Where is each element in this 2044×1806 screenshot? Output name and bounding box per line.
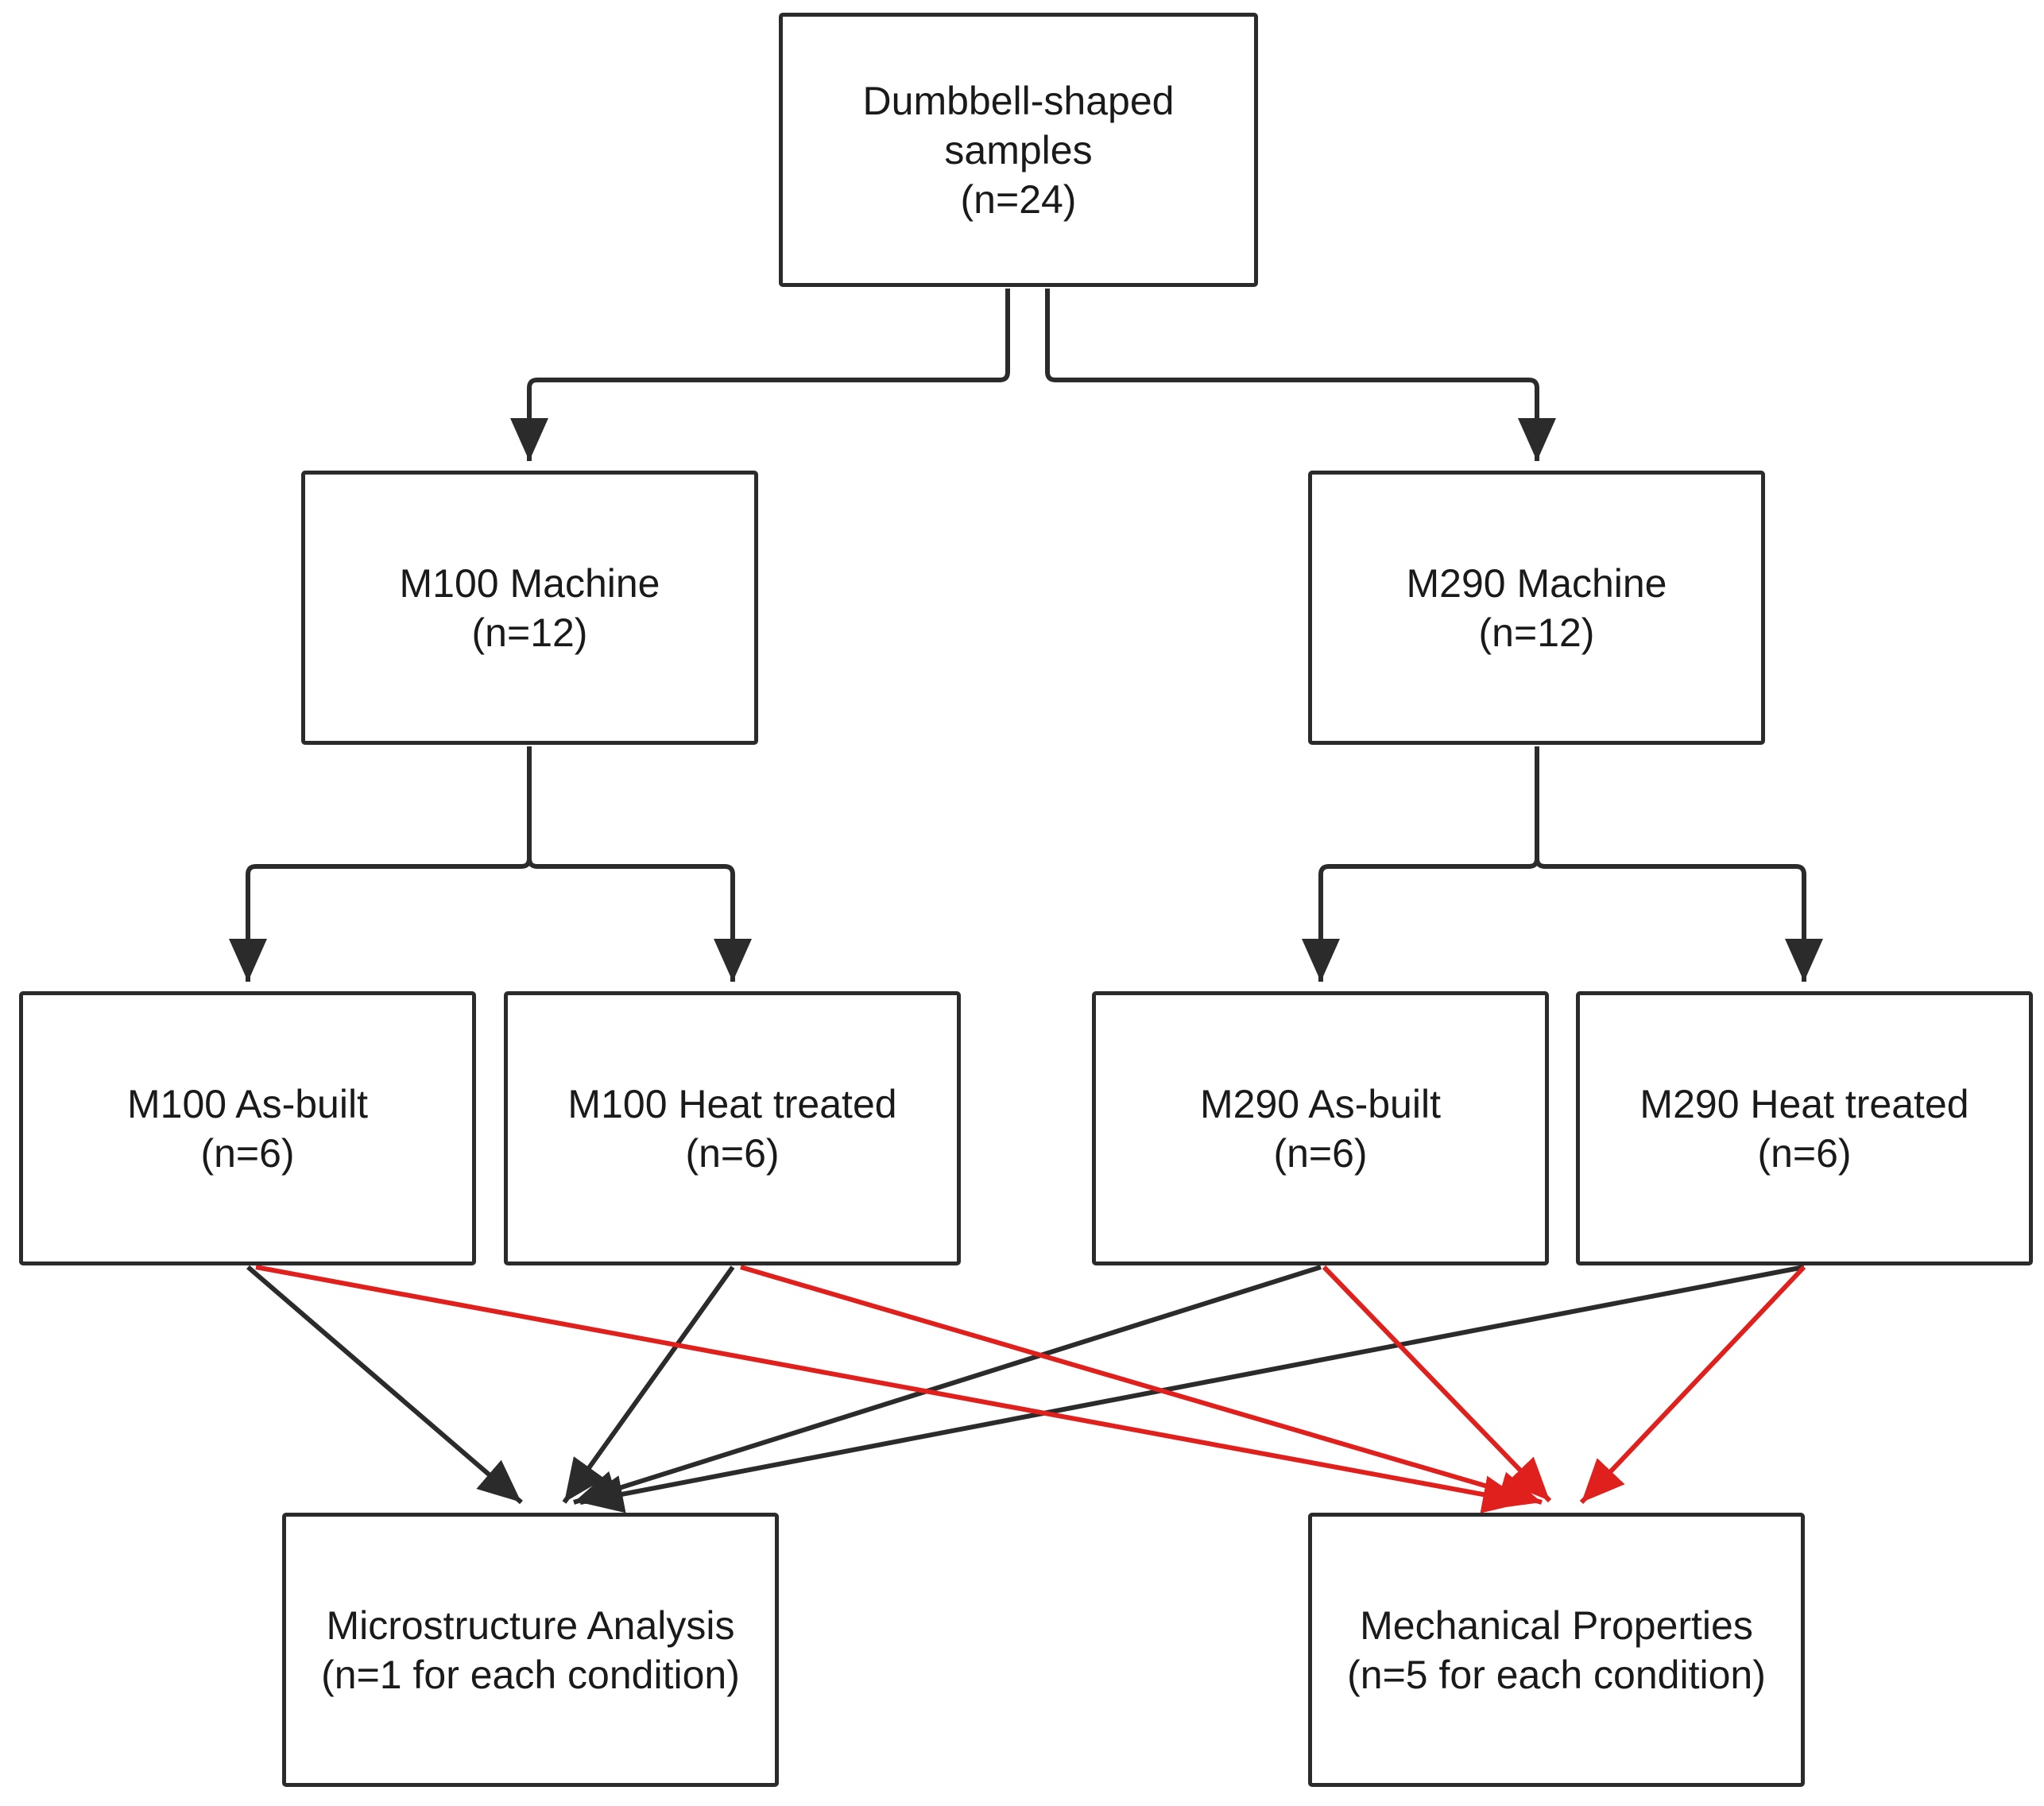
node-label: M290 Machine bbox=[1406, 560, 1667, 606]
node-count: (n=6) bbox=[1757, 1130, 1852, 1176]
edge-m290a-to-mech bbox=[1322, 1265, 1552, 1503]
node-label: M100 Heat treated bbox=[567, 1081, 897, 1126]
node-m290-machine: M290 Machine (n=12) bbox=[1308, 471, 1765, 745]
node-label: Microstructure Analysis bbox=[326, 1603, 735, 1648]
edge-m290h-to-micro bbox=[579, 1265, 1805, 1513]
node-count: (n=24) bbox=[960, 176, 1077, 222]
edge-m100-to-m100a bbox=[229, 746, 532, 982]
edge-m290h-to-mech bbox=[1579, 1265, 1806, 1505]
node-microstructure-analysis: Microstructure Analysis (n=1 for each co… bbox=[282, 1513, 779, 1787]
node-m290-as-built: M290 As-built (n=6) bbox=[1092, 991, 1549, 1265]
node-mechanical-properties: Mechanical Properties (n=5 for each cond… bbox=[1308, 1513, 1805, 1787]
edge-m100-to-m100h bbox=[527, 858, 752, 982]
edge-m100a-to-mech bbox=[255, 1265, 1527, 1513]
edge-root-to-m290 bbox=[1045, 289, 1556, 461]
node-m100-machine: M100 Machine (n=12) bbox=[301, 471, 758, 745]
edge-m100a-to-micro bbox=[246, 1265, 523, 1505]
node-label: Mechanical Properties bbox=[1360, 1603, 1753, 1648]
node-count: (n=6) bbox=[1273, 1130, 1368, 1176]
node-m290-heat-treated: M290 Heat treated (n=6) bbox=[1576, 991, 2033, 1265]
edge-m290-to-m290a bbox=[1302, 746, 1539, 982]
node-label: M290 Heat treated bbox=[1639, 1081, 1969, 1126]
node-count: (n=5 for each condition) bbox=[1347, 1652, 1766, 1697]
node-dumbbell-samples: Dumbbell-shaped samples (n=24) bbox=[779, 13, 1258, 287]
edge-m100h-to-micro bbox=[562, 1265, 735, 1504]
node-count: (n=6) bbox=[200, 1130, 295, 1176]
node-count: (n=12) bbox=[471, 610, 588, 655]
node-label: M100 Machine bbox=[399, 560, 660, 606]
node-m100-as-built: M100 As-built (n=6) bbox=[19, 991, 476, 1265]
node-label: samples bbox=[944, 127, 1093, 172]
node-label: Dumbbell-shaped bbox=[862, 78, 1175, 123]
edge-root-to-m100 bbox=[510, 289, 1010, 461]
edge-m290-to-m290h bbox=[1535, 858, 1823, 982]
edge-m290a-to-micro bbox=[573, 1265, 1322, 1508]
node-label: M100 As-built bbox=[127, 1081, 368, 1126]
node-m100-heat-treated: M100 Heat treated (n=6) bbox=[504, 991, 961, 1265]
edge-m100h-to-mech bbox=[740, 1265, 1543, 1509]
node-label: M290 As-built bbox=[1200, 1081, 1441, 1126]
node-count: (n=1 for each condition) bbox=[321, 1652, 740, 1697]
node-count: (n=6) bbox=[685, 1130, 780, 1176]
node-count: (n=12) bbox=[1478, 610, 1595, 655]
